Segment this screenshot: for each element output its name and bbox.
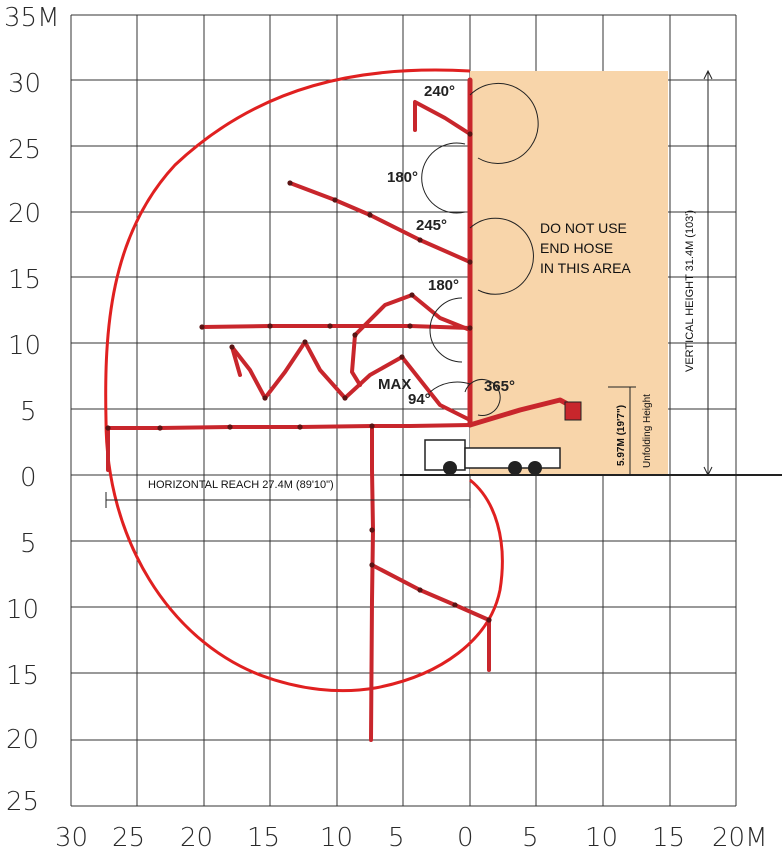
- x-tick-label: 30: [55, 823, 88, 853]
- boom-folded-180: [350, 293, 472, 387]
- x-tick-label: 20M: [712, 823, 768, 853]
- y-tick-label: 30: [8, 69, 41, 99]
- boom-joint: [407, 323, 413, 329]
- boom-folded-240: [413, 100, 472, 136]
- dimension-lines: [105, 69, 782, 508]
- truck-wheel-rear1: [508, 461, 522, 475]
- y-axis-down-ticks: 5 10 15 20 25: [6, 529, 39, 817]
- boom-joint: [369, 527, 375, 533]
- boom-joint: [409, 292, 415, 298]
- boom-joint: [369, 562, 375, 568]
- boom-joint: [452, 602, 458, 608]
- boom-joint: [417, 237, 423, 243]
- boom-joint: [199, 324, 205, 330]
- x-tick-label: 15: [247, 823, 280, 853]
- boom-joint: [262, 395, 268, 401]
- boom-joint: [327, 323, 333, 329]
- angle-240: 240°: [424, 83, 455, 100]
- boom-joint: [157, 425, 163, 431]
- angle-180-top: 180°: [387, 169, 418, 186]
- truck: [424, 401, 582, 475]
- x-tick-label: 25: [112, 823, 145, 853]
- vertical-height-label: VERTICAL HEIGHT 31.4M (103'): [684, 210, 696, 372]
- boom-downward-branch: [370, 563, 491, 672]
- boom-joint: [267, 323, 273, 329]
- y-tick-label: 10: [8, 331, 41, 361]
- rotation-arcs: [421, 82, 539, 416]
- x-tick-label: 10: [320, 823, 353, 853]
- truck-wheel-rear2: [528, 461, 542, 475]
- boom-joint: [297, 424, 303, 430]
- x-tick-label: 10: [585, 823, 618, 853]
- y-tick-label: 20: [6, 725, 39, 755]
- boom-joint: [367, 212, 373, 218]
- x-tick-label: 0: [457, 823, 474, 853]
- max-angle-label: 94°: [408, 391, 431, 408]
- x-tick-label: 5: [522, 823, 539, 853]
- unfold-value: 5.97M (19'7"): [616, 405, 627, 466]
- boom-joint: [417, 587, 423, 593]
- y-tick-label: 20: [8, 199, 41, 229]
- y-axis-up-ticks: 30 25 20 15 10 5 0: [8, 69, 41, 493]
- y-tick-label: 10: [6, 595, 39, 625]
- y-tick-label: 5: [20, 529, 37, 559]
- y-tick-label: 15: [6, 661, 39, 691]
- boom-joint: [352, 332, 358, 338]
- boom-downward: [369, 424, 375, 742]
- y-tick-label: 25: [6, 787, 39, 817]
- hopper: [564, 401, 582, 421]
- boom-joint: [369, 423, 375, 429]
- no-hose-line3: IN THIS AREA: [540, 260, 631, 276]
- boom-joint: [399, 354, 405, 360]
- y-tick-label: 5: [20, 397, 37, 427]
- y-axis-top-label: 35M: [4, 3, 60, 33]
- max-label: MAX: [378, 376, 411, 393]
- boom-joint: [229, 344, 235, 350]
- boom-zigzag: [230, 340, 472, 422]
- reach-envelope: [104, 68, 504, 693]
- x-tick-label: 5: [388, 823, 405, 853]
- no-hose-line2: END HOSE: [540, 240, 613, 256]
- boom-joint: [287, 180, 293, 186]
- boom-joint: [467, 131, 473, 137]
- boom-joint: [467, 325, 473, 331]
- boom-joint: [342, 395, 348, 401]
- y-tick-label: 15: [8, 265, 41, 295]
- unfold-label: Unfolding Height: [642, 394, 653, 468]
- boom-max-horizontal: [106, 423, 472, 472]
- boom-joint: [227, 424, 233, 430]
- angle-365: 365°: [484, 378, 515, 395]
- boom-joint: [486, 617, 492, 623]
- boom-joint: [332, 197, 338, 203]
- boom-joint: [467, 259, 473, 265]
- boom-joints: [105, 131, 492, 623]
- x-tick-label: 15: [652, 823, 685, 853]
- boom-joint: [105, 425, 111, 431]
- horizontal-reach-label: HORIZONTAL REACH 27.4M (89'10"): [148, 479, 334, 491]
- truck-wheel-front: [443, 461, 457, 475]
- y-tick-label: 0: [20, 463, 37, 493]
- no-hose-line1: DO NOT USE: [540, 220, 627, 236]
- x-tick-label: 20: [180, 823, 213, 853]
- angle-245: 245°: [416, 217, 447, 234]
- x-axis-ticks: 30 25 20 15 10 5 0 5 10 15 20M: [55, 823, 768, 853]
- y-tick-label: 25: [8, 135, 41, 165]
- angle-180-mid: 180°: [428, 277, 459, 294]
- boom-joint: [302, 339, 308, 345]
